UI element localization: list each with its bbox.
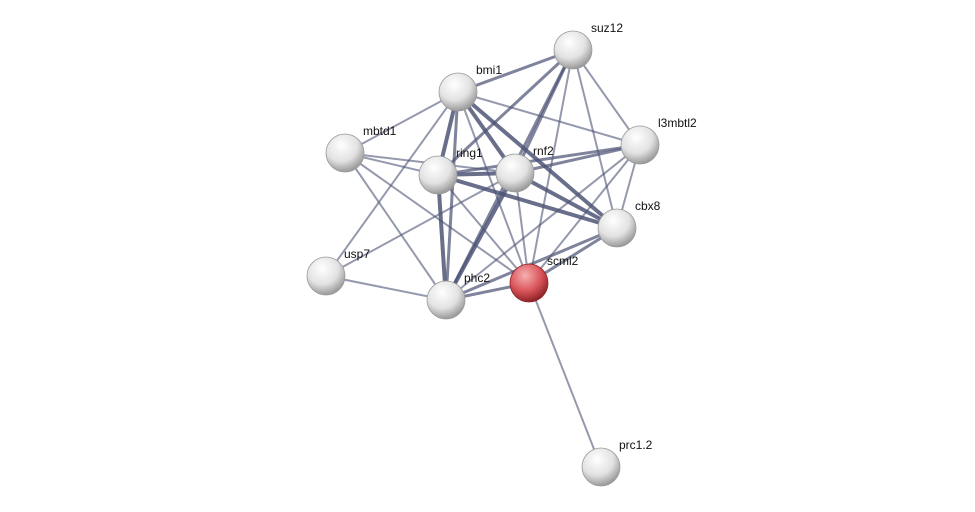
node-label: bmi1 xyxy=(476,63,502,77)
node-suz12[interactable]: suz12 xyxy=(553,21,623,70)
node-mbtd1[interactable]: mbtd1 xyxy=(325,124,397,173)
edge-ring1-l3mbtl2[interactable] xyxy=(437,143,641,177)
node-label: phc2 xyxy=(464,271,490,285)
node-sphere[interactable] xyxy=(597,208,637,248)
node-sphere[interactable] xyxy=(495,153,535,193)
node-sphere[interactable] xyxy=(620,125,660,165)
edge-mbtd1-scml2[interactable] xyxy=(344,152,530,284)
node-label: scml2 xyxy=(547,254,579,268)
node-sphere[interactable] xyxy=(418,155,458,195)
node-label: usp7 xyxy=(344,247,370,261)
node-usp7[interactable]: usp7 xyxy=(306,247,370,296)
node-phc2[interactable]: phc2 xyxy=(426,271,490,320)
node-sphere[interactable] xyxy=(325,133,365,173)
node-sphere[interactable] xyxy=(438,72,478,112)
node-bmi1[interactable]: bmi1 xyxy=(438,63,502,112)
node-label: suz12 xyxy=(591,21,623,35)
edge-ring1-cbx8[interactable] xyxy=(437,173,618,230)
edge-bmi1-suz12[interactable] xyxy=(457,48,574,94)
node-rnf2[interactable]: rnf2 xyxy=(495,144,554,193)
node-label: prc1.2 xyxy=(619,438,653,452)
edge-bmi1-phc2[interactable] xyxy=(444,91,460,301)
node-label: rnf2 xyxy=(533,144,554,158)
edge-suz12-cbx8[interactable] xyxy=(572,49,618,229)
edge-rnf2-usp7[interactable] xyxy=(325,172,516,277)
edge-rnf2-phc2[interactable] xyxy=(444,172,517,301)
edge-suz12-scml2[interactable] xyxy=(528,49,574,284)
edge-bmi1-l3mbtl2[interactable] xyxy=(457,91,641,146)
edge-bmi1-scml2[interactable] xyxy=(457,91,530,284)
edges xyxy=(325,48,641,468)
node-prc1.2[interactable]: prc1.2 xyxy=(581,438,653,487)
edge-bmi1-usp7[interactable] xyxy=(325,91,459,277)
node-sphere[interactable] xyxy=(306,256,346,296)
node-label: ring1 xyxy=(456,146,483,160)
node-scml2[interactable]: scml2 xyxy=(509,254,579,303)
node-cbx8[interactable]: cbx8 xyxy=(597,199,661,248)
node-label: l3mbtl2 xyxy=(658,116,697,130)
edge-suz12-ring1[interactable] xyxy=(436,48,575,177)
edge-ring1-phc2[interactable] xyxy=(436,174,448,301)
edge-bmi1-mbtd1[interactable] xyxy=(344,91,459,154)
node-ring1[interactable]: ring1 xyxy=(418,146,483,195)
edge-l3mbtl2-phc2[interactable] xyxy=(445,144,641,301)
node-sphere[interactable] xyxy=(581,447,621,487)
edge-l3mbtl2-scml2[interactable] xyxy=(528,144,641,284)
node-label: cbx8 xyxy=(635,199,661,213)
nodes: suz12 bmi1 l3mbtl2 mbtd1 ring1 rnf2 cbx8 usp7 ph… xyxy=(306,21,697,487)
edge-mbtd1-phc2[interactable] xyxy=(344,152,447,301)
node-sphere[interactable] xyxy=(426,280,466,320)
edge-scml2-prc1.2[interactable] xyxy=(528,282,602,468)
node-sphere[interactable] xyxy=(509,263,549,303)
node-sphere[interactable] xyxy=(553,30,593,70)
node-l3mbtl2[interactable]: l3mbtl2 xyxy=(620,116,697,165)
edge-usp7-phc2[interactable] xyxy=(325,275,447,301)
edge-rnf2-l3mbtl2[interactable] xyxy=(514,143,641,175)
node-label: mbtd1 xyxy=(363,124,397,138)
